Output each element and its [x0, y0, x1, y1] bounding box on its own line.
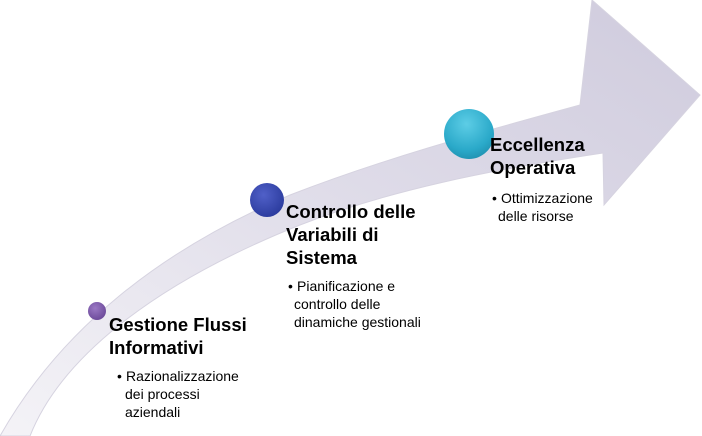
stage-controllo-variabili: Controllo delle Variabili di Sistema •Pi…: [286, 200, 421, 331]
stage-title: Controllo delle Variabili di Sistema: [286, 201, 416, 268]
bullet-dot-icon: •: [117, 368, 122, 384]
stage-2-circle: [250, 183, 284, 217]
stage-bullet-text: Ottimizzazione delle risorse: [498, 190, 593, 224]
stage-bullet: •Pianificazione e controllo delle dinami…: [286, 277, 421, 331]
stage-3-circle: [444, 109, 494, 159]
stage-1-circle: [88, 302, 106, 320]
stage-bullet-text: Pianificazione e controllo delle dinamic…: [294, 278, 421, 330]
stage-bullet-text: Razionalizzazione dei processi aziendali: [125, 368, 239, 420]
stage-title: Eccellenza Operativa: [490, 134, 585, 178]
stage-eccellenza-operativa: Eccellenza Operativa •Ottimizzazione del…: [490, 133, 593, 225]
stage-title: Gestione Flussi Informativi: [109, 314, 247, 358]
stage-gestione-flussi: Gestione Flussi Informativi •Razionalizz…: [109, 313, 247, 421]
bullet-dot-icon: •: [288, 278, 293, 294]
stage-bullet: •Razionalizzazione dei processi aziendal…: [109, 367, 247, 421]
bullet-dot-icon: •: [492, 190, 497, 206]
stage-bullet: •Ottimizzazione delle risorse: [490, 189, 593, 225]
